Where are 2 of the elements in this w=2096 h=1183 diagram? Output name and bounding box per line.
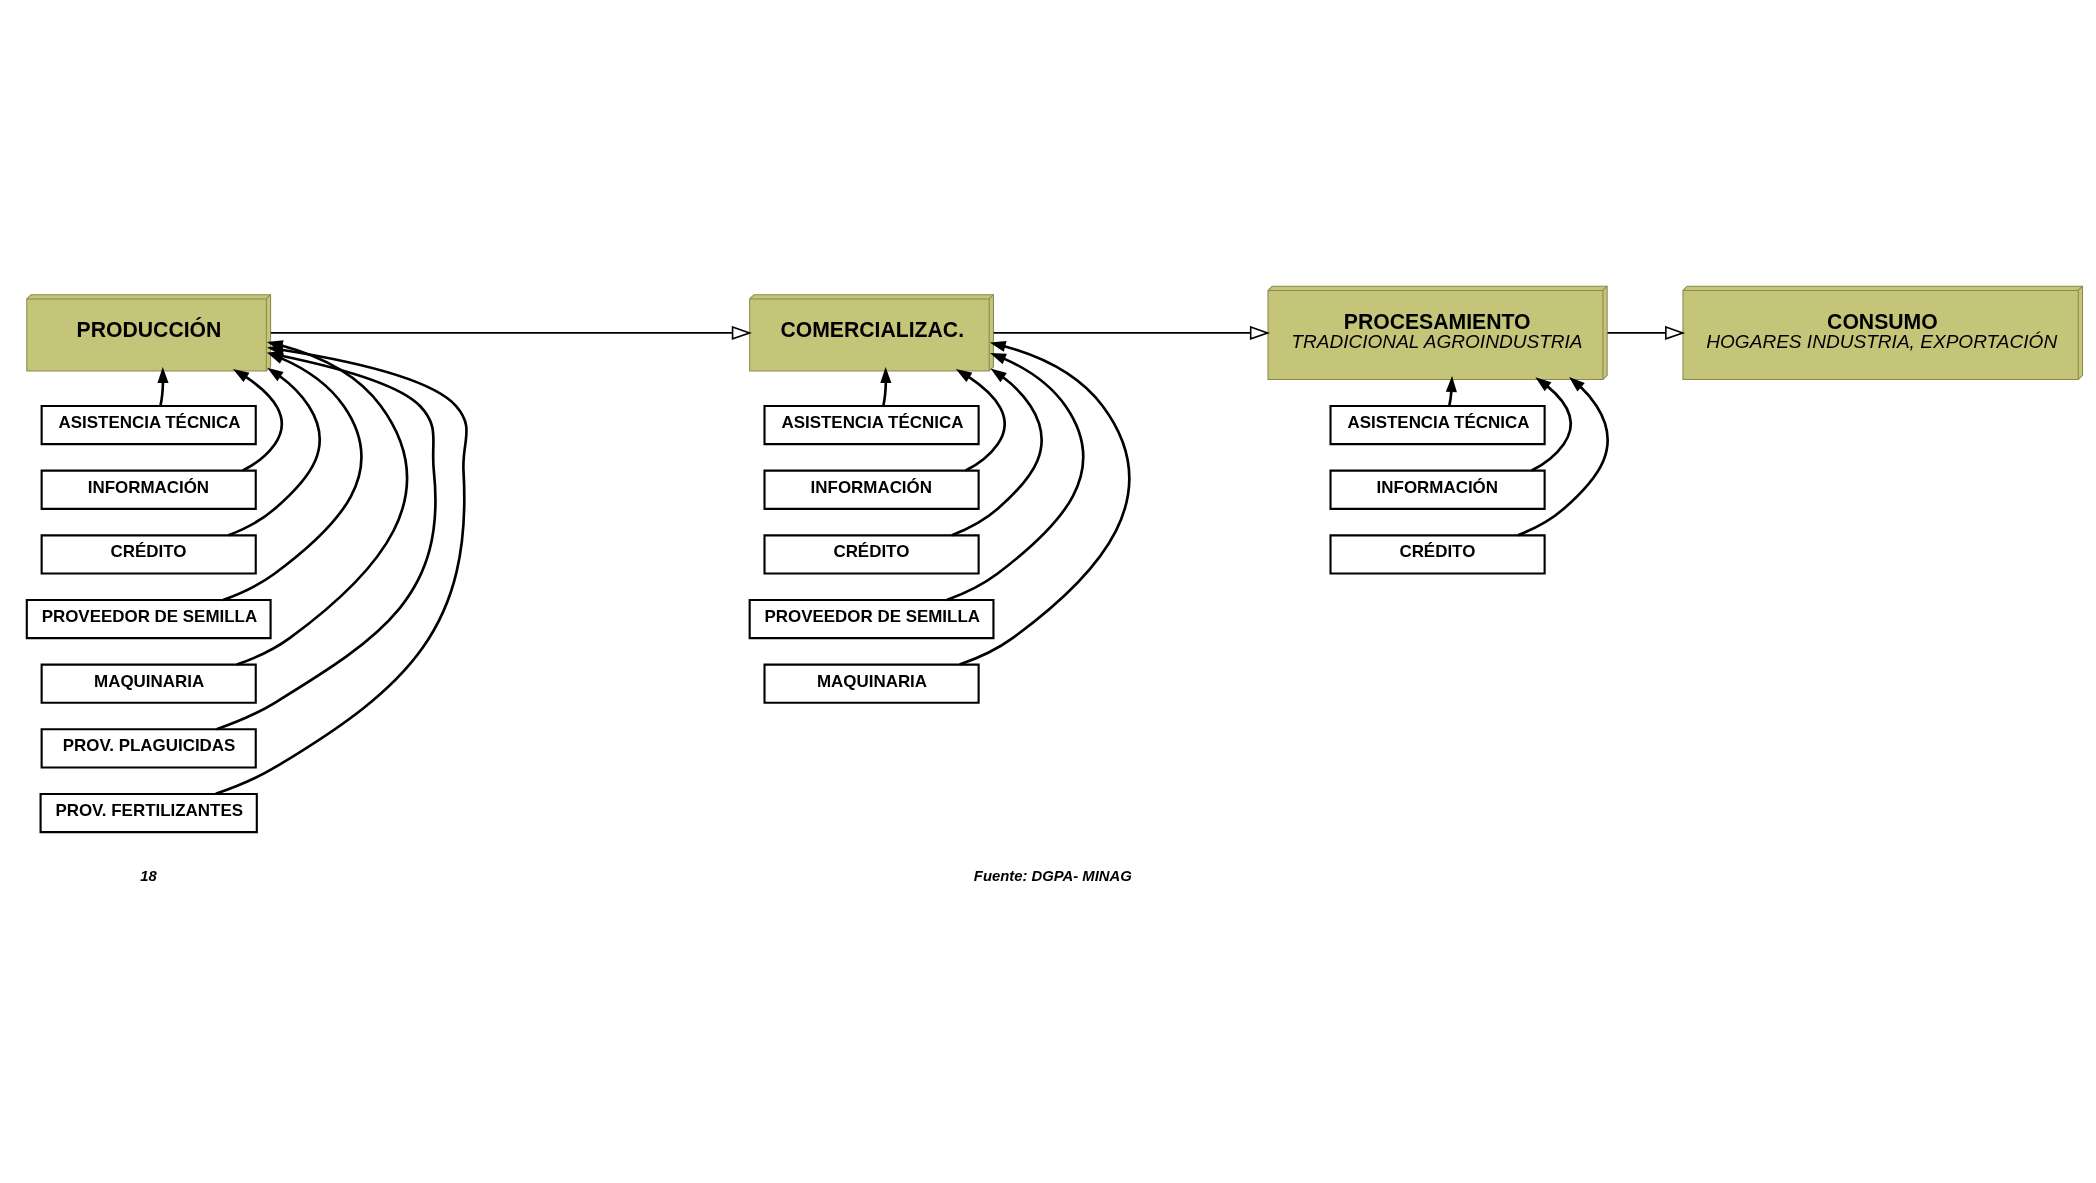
label: 18	[140, 867, 157, 884]
label: Fuente: DGPA- MINAG	[973, 867, 1132, 884]
